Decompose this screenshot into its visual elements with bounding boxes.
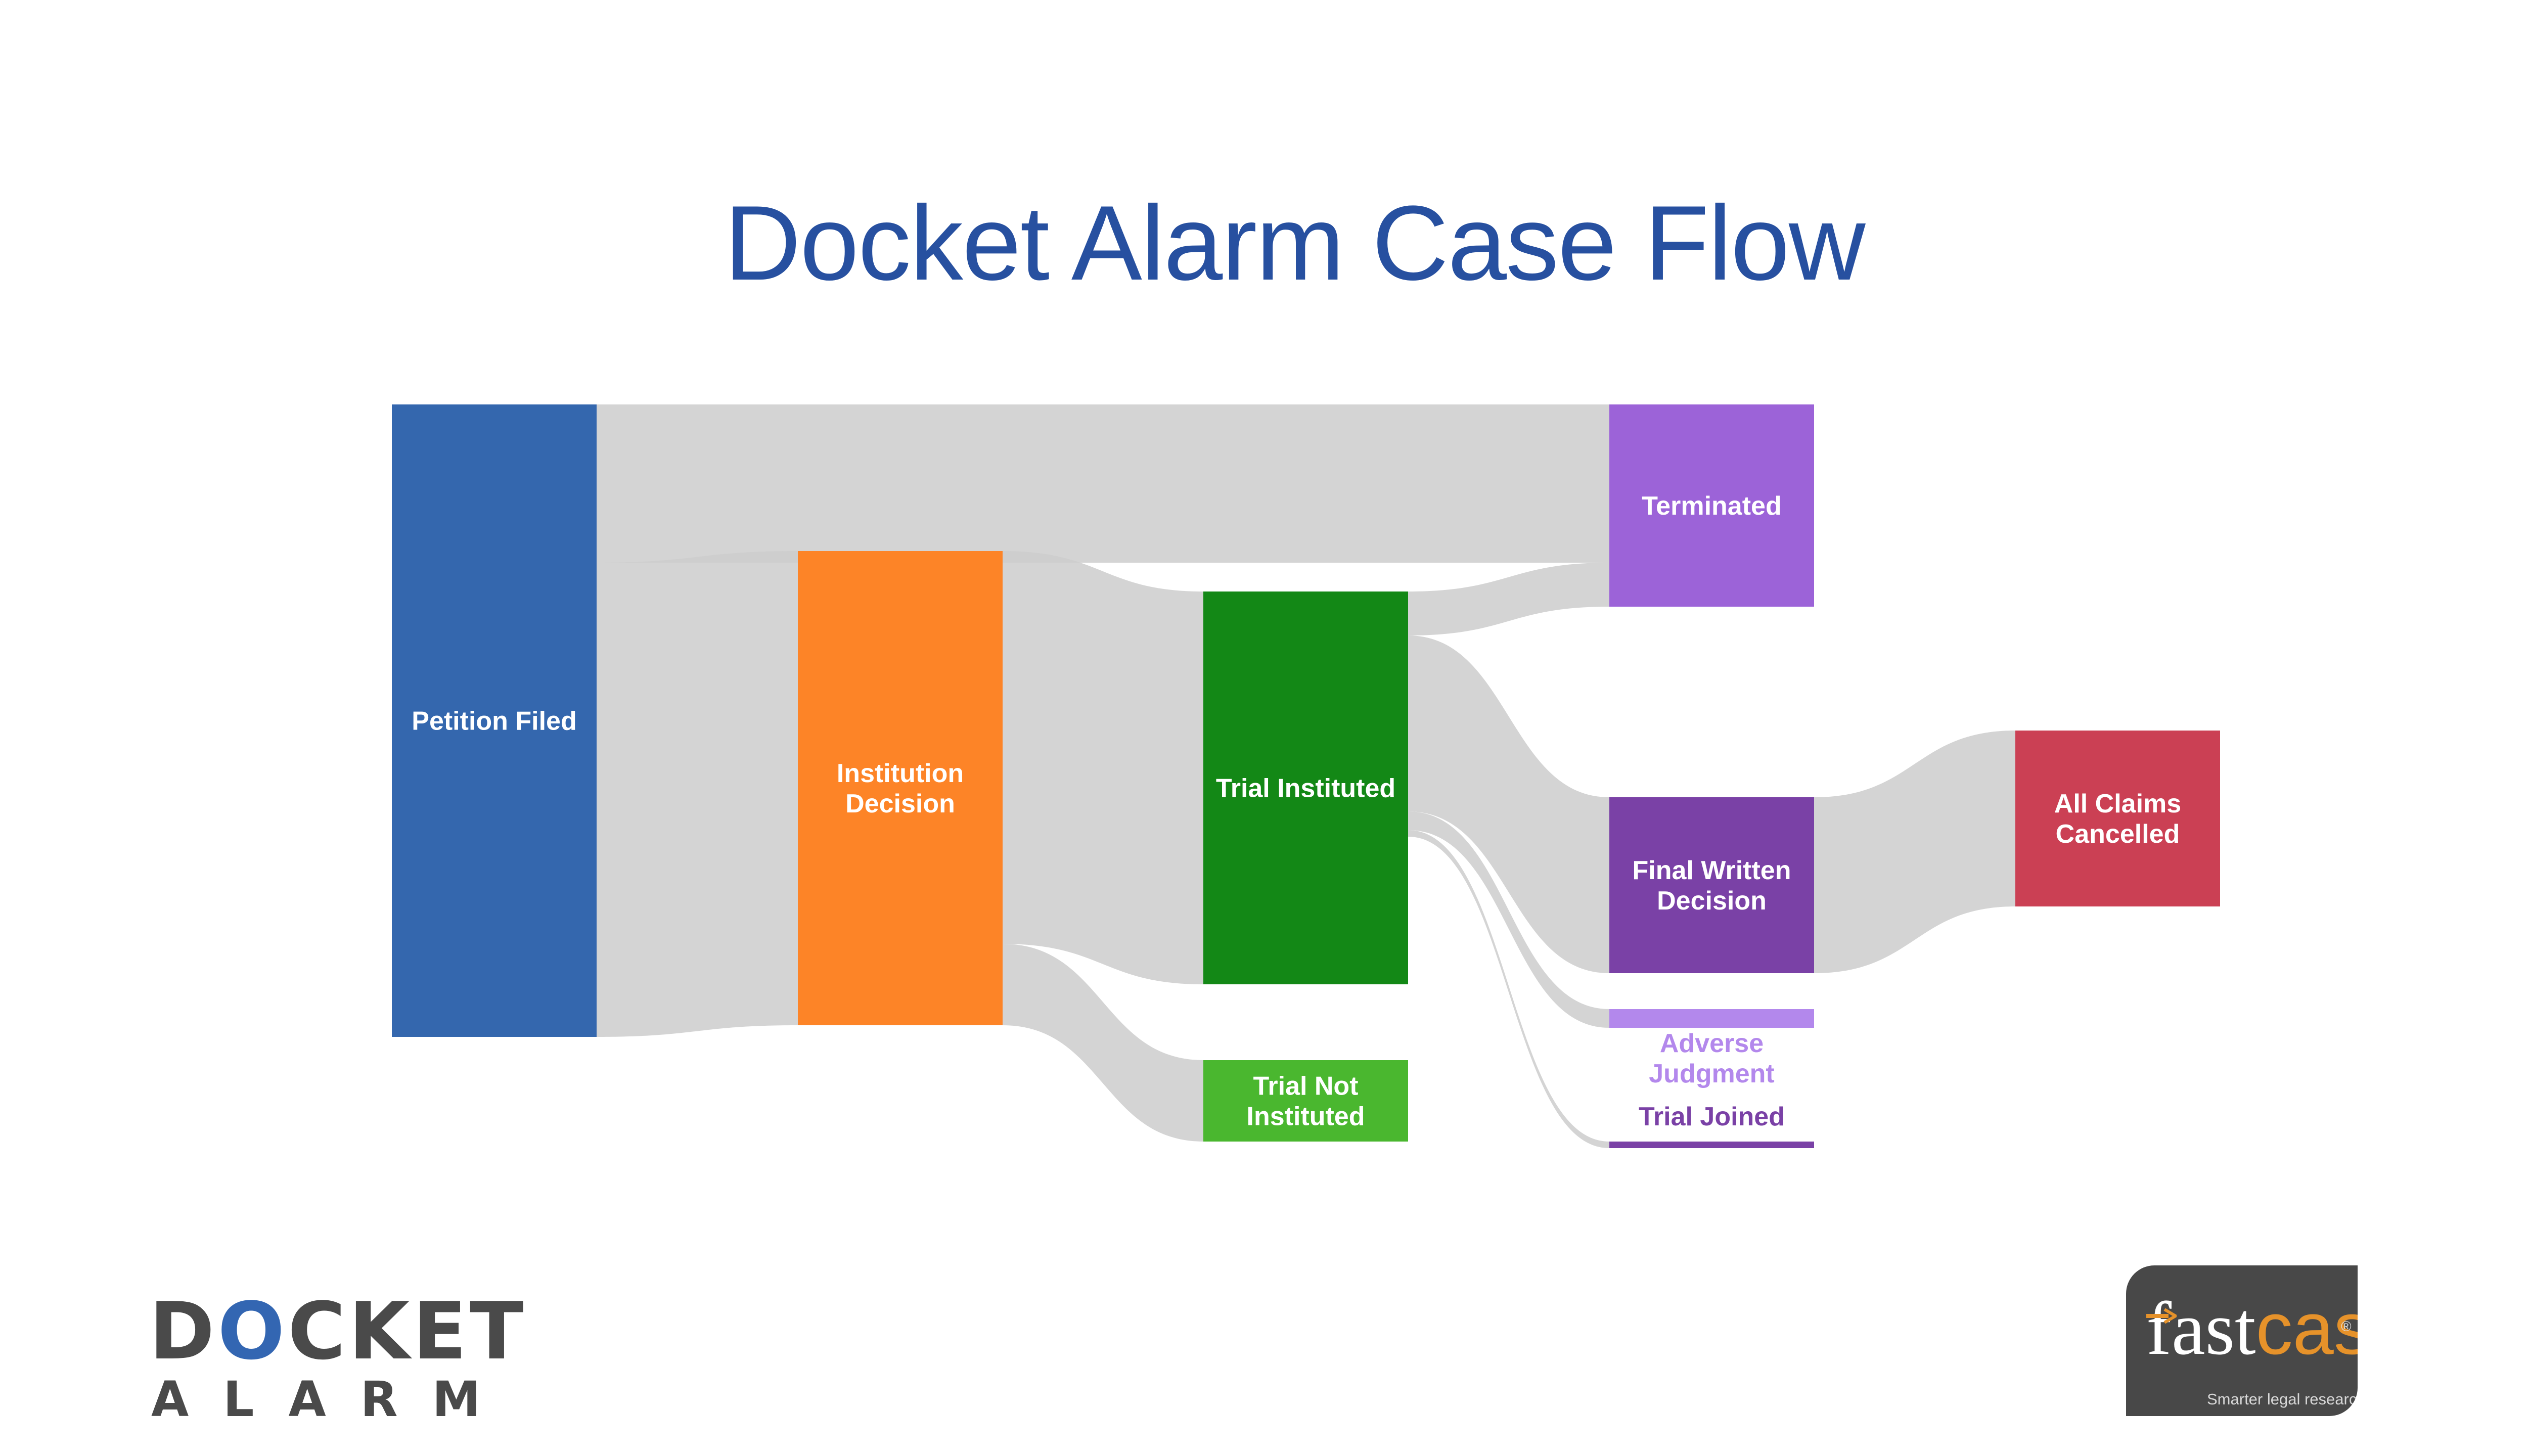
- sankey-links: [597, 404, 2015, 1148]
- link-trial_instituted-to-trial_joined: [1408, 830, 1609, 1148]
- label-trial_joined: Trial Joined: [1639, 1102, 1785, 1131]
- node-trial_instituted: [1203, 592, 1408, 984]
- docket-alarm-logo: DOCKET ALARM: [149, 1292, 523, 1424]
- node-trial_not_instituted: [1203, 1060, 1408, 1142]
- chart-title: Docket Alarm Case Flow: [724, 184, 1865, 302]
- label-terminated: Terminated: [1642, 491, 1781, 521]
- link-final_written_decision-to-all_claims_cancelled: [1814, 731, 2015, 973]
- arrow-right-icon: [2146, 1308, 2177, 1324]
- registered-mark: ®: [2341, 1318, 2352, 1334]
- node-final_written_decision: [1609, 797, 1814, 973]
- docket-alarm-logo-bottom: ALARM: [151, 1371, 515, 1428]
- node-adverse_judgment: [1609, 1009, 1814, 1028]
- docket-alarm-logo-top: DOCKET: [149, 1285, 527, 1377]
- node-trial_joined: [1609, 1142, 1814, 1148]
- link-institution_decision-to-trial_not_instituted: [1003, 944, 1203, 1142]
- link-trial_instituted-to-final_written_decision: [1408, 635, 1609, 973]
- label-trial_instituted: Trial Instituted: [1216, 774, 1395, 803]
- link-petition_filed-to-terminated: [597, 404, 1609, 563]
- label-petition_filed: Petition Filed: [412, 707, 576, 736]
- link-petition_filed-to-institution_decision: [597, 551, 798, 1037]
- node-petition_filed: [392, 404, 597, 1037]
- link-trial_instituted-to-terminated: [1408, 563, 1609, 635]
- fastcase-logo: fastcase ® Smarter legal research.: [2126, 1265, 2358, 1416]
- sankey-nodes: [392, 404, 2220, 1148]
- link-trial_instituted-to-adverse_judgment: [1408, 811, 1609, 1028]
- node-terminated: [1609, 404, 1814, 607]
- node-all_claims_cancelled: [2015, 731, 2220, 906]
- node-institution_decision: [798, 551, 1003, 1025]
- fastcase-tagline: Smarter legal research.: [2207, 1390, 2358, 1408]
- clock-o-icon: O: [217, 1285, 288, 1377]
- fastcase-wordmark: fastcase: [2146, 1287, 2358, 1371]
- link-institution_decision-to-trial_instituted: [1003, 551, 1203, 984]
